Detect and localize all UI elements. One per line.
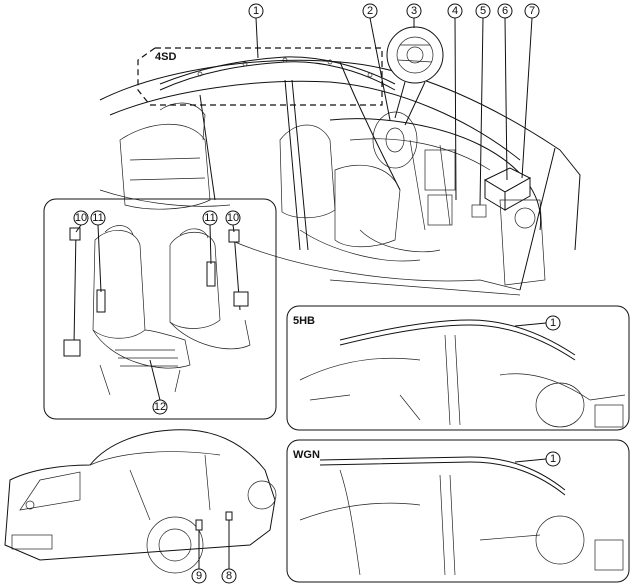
callout-7: 7 xyxy=(521,3,540,179)
exterior-car-view xyxy=(4,429,277,574)
svg-text:3: 3 xyxy=(411,5,417,17)
svg-text:11: 11 xyxy=(204,212,215,224)
svg-text:1: 1 xyxy=(550,317,556,329)
hatchback-curtain-view xyxy=(286,305,630,431)
svg-text:12: 12 xyxy=(154,401,166,413)
svg-text:1: 1 xyxy=(253,5,259,17)
svg-text:10: 10 xyxy=(227,212,239,224)
callout-1: 1 xyxy=(248,3,264,59)
callout-4: 4 xyxy=(447,3,463,201)
svg-text:11: 11 xyxy=(92,212,103,224)
main-interior-view xyxy=(99,26,581,296)
svg-text:9: 9 xyxy=(196,570,202,582)
callout-8: 8 xyxy=(221,520,237,584)
callout-3: 3 xyxy=(406,3,422,28)
callout-11-right: 11 xyxy=(202,210,218,265)
seats-detail-view xyxy=(43,198,277,420)
callout-10-right: 10 xyxy=(225,210,241,233)
callout-5: 5 xyxy=(475,3,491,206)
svg-text:4: 4 xyxy=(452,5,458,17)
svg-text:7: 7 xyxy=(529,5,535,17)
svg-text:6: 6 xyxy=(502,5,508,17)
callout-1-hatchback: 1 xyxy=(514,315,561,331)
callouts: 1 2 3 4 5 6 xyxy=(73,3,561,584)
callout-1-wagon: 1 xyxy=(514,451,561,467)
variant-label-sedan: 4SD xyxy=(155,51,176,63)
callout-2: 2 xyxy=(362,3,391,121)
svg-text:1: 1 xyxy=(550,453,556,465)
callout-11-left: 11 xyxy=(90,210,106,293)
svg-text:5: 5 xyxy=(480,5,486,17)
svg-text:10: 10 xyxy=(75,212,87,224)
svg-text:8: 8 xyxy=(226,570,232,582)
callout-6: 6 xyxy=(497,3,513,181)
callout-9: 9 xyxy=(191,530,207,584)
svg-text:2: 2 xyxy=(367,5,373,17)
callout-10-left: 10 xyxy=(73,210,89,233)
variant-label-wagon: WGN xyxy=(293,449,320,461)
wagon-curtain-view xyxy=(286,439,630,583)
variant-label-hatchback: 5HB xyxy=(293,315,315,327)
callout-12: 12 xyxy=(149,359,168,415)
